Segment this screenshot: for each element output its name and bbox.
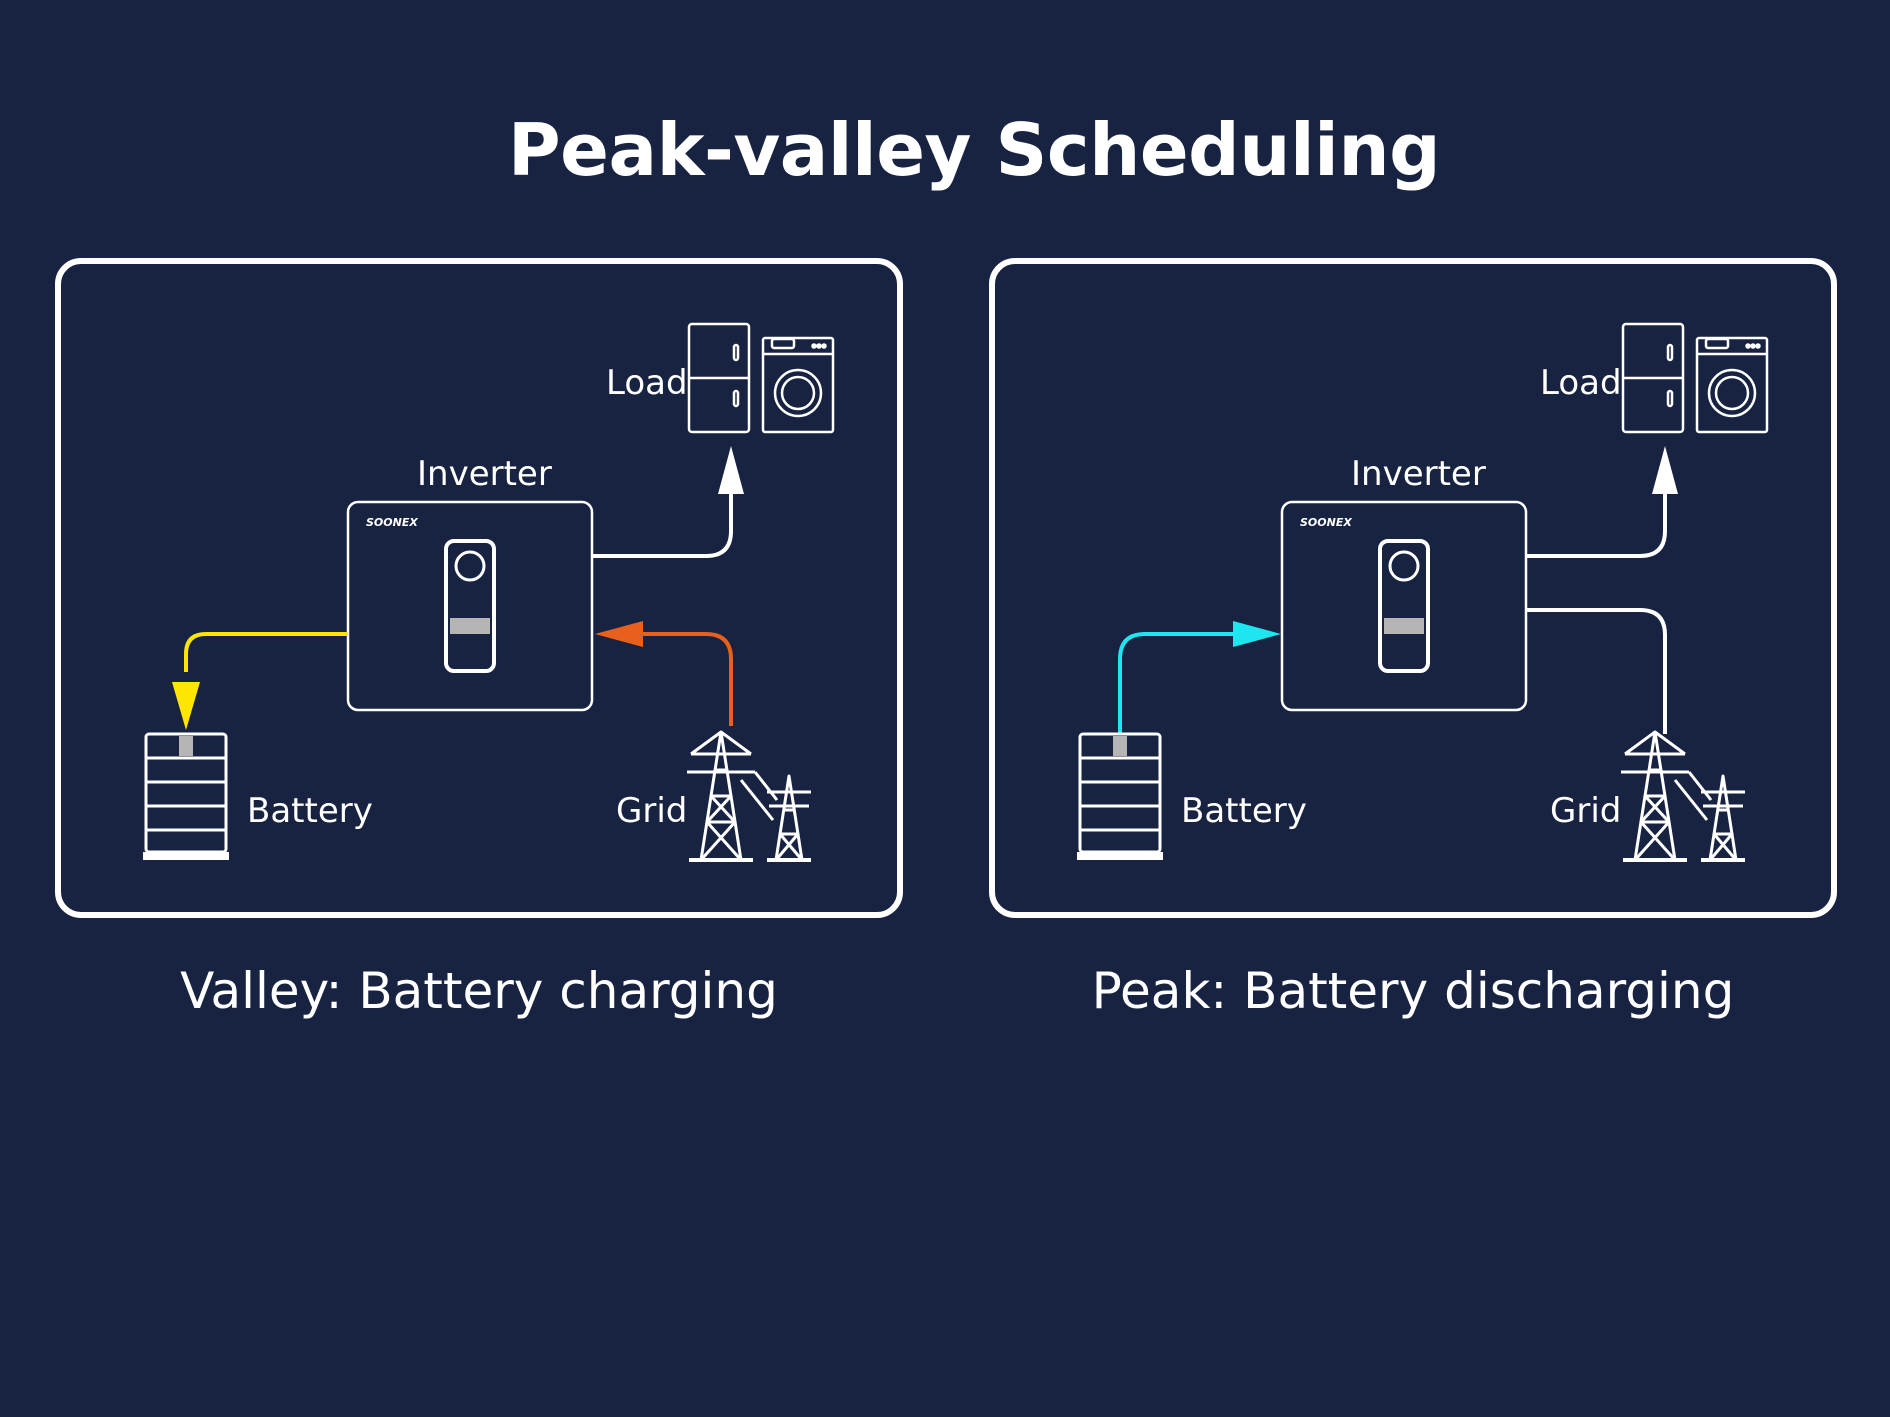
valley-caption: Valley: Battery charging (180, 962, 778, 1020)
arrow-to-load (1652, 446, 1678, 494)
washing-machine-icon (761, 336, 835, 434)
peak-caption: Peak: Battery discharging (1091, 962, 1735, 1020)
peak-diagram: SOONEX (1077, 322, 1769, 862)
refrigerator-icon (1621, 322, 1685, 434)
load-label: Load (606, 363, 688, 403)
refrigerator-icon (687, 322, 751, 434)
battery-label: Battery (1181, 791, 1307, 831)
page-title: Peak-valley Scheduling (507, 108, 1441, 192)
arrow-to-battery (172, 682, 200, 730)
battery-stack-icon (1077, 732, 1163, 860)
battery-label: Battery (247, 791, 373, 831)
grid-label: Grid (1550, 791, 1622, 831)
flow-grid-line (1526, 608, 1667, 734)
inverter-icon: SOONEX (346, 500, 594, 712)
washing-machine-icon (1695, 336, 1769, 434)
flow-battery-to-inverter (1118, 632, 1235, 734)
grid-label: Grid (616, 791, 688, 831)
inverter-label: Inverter (417, 454, 552, 494)
flow-inverter-to-load (592, 479, 733, 558)
inverter-label: Inverter (1351, 454, 1486, 494)
flow-inverter-to-load (1526, 479, 1667, 558)
battery-stack-icon (143, 732, 229, 860)
arrow-to-inverter (595, 621, 643, 647)
inverter-brand: SOONEX (366, 516, 418, 529)
arrow-to-load (718, 446, 744, 494)
power-tower-icon (687, 730, 811, 862)
load-label: Load (1540, 363, 1622, 403)
peak-panel: SOONEX (989, 258, 1837, 918)
valley-panel: SOONEX (55, 258, 903, 918)
power-tower-icon (1621, 730, 1745, 862)
flow-inverter-to-battery (184, 632, 348, 672)
valley-diagram: SOONEX (143, 322, 835, 862)
flow-grid-to-inverter (641, 632, 733, 726)
inverter-brand: SOONEX (1300, 516, 1352, 529)
inverter-icon: SOONEX (1280, 500, 1528, 712)
arrow-to-inverter (1233, 621, 1281, 647)
